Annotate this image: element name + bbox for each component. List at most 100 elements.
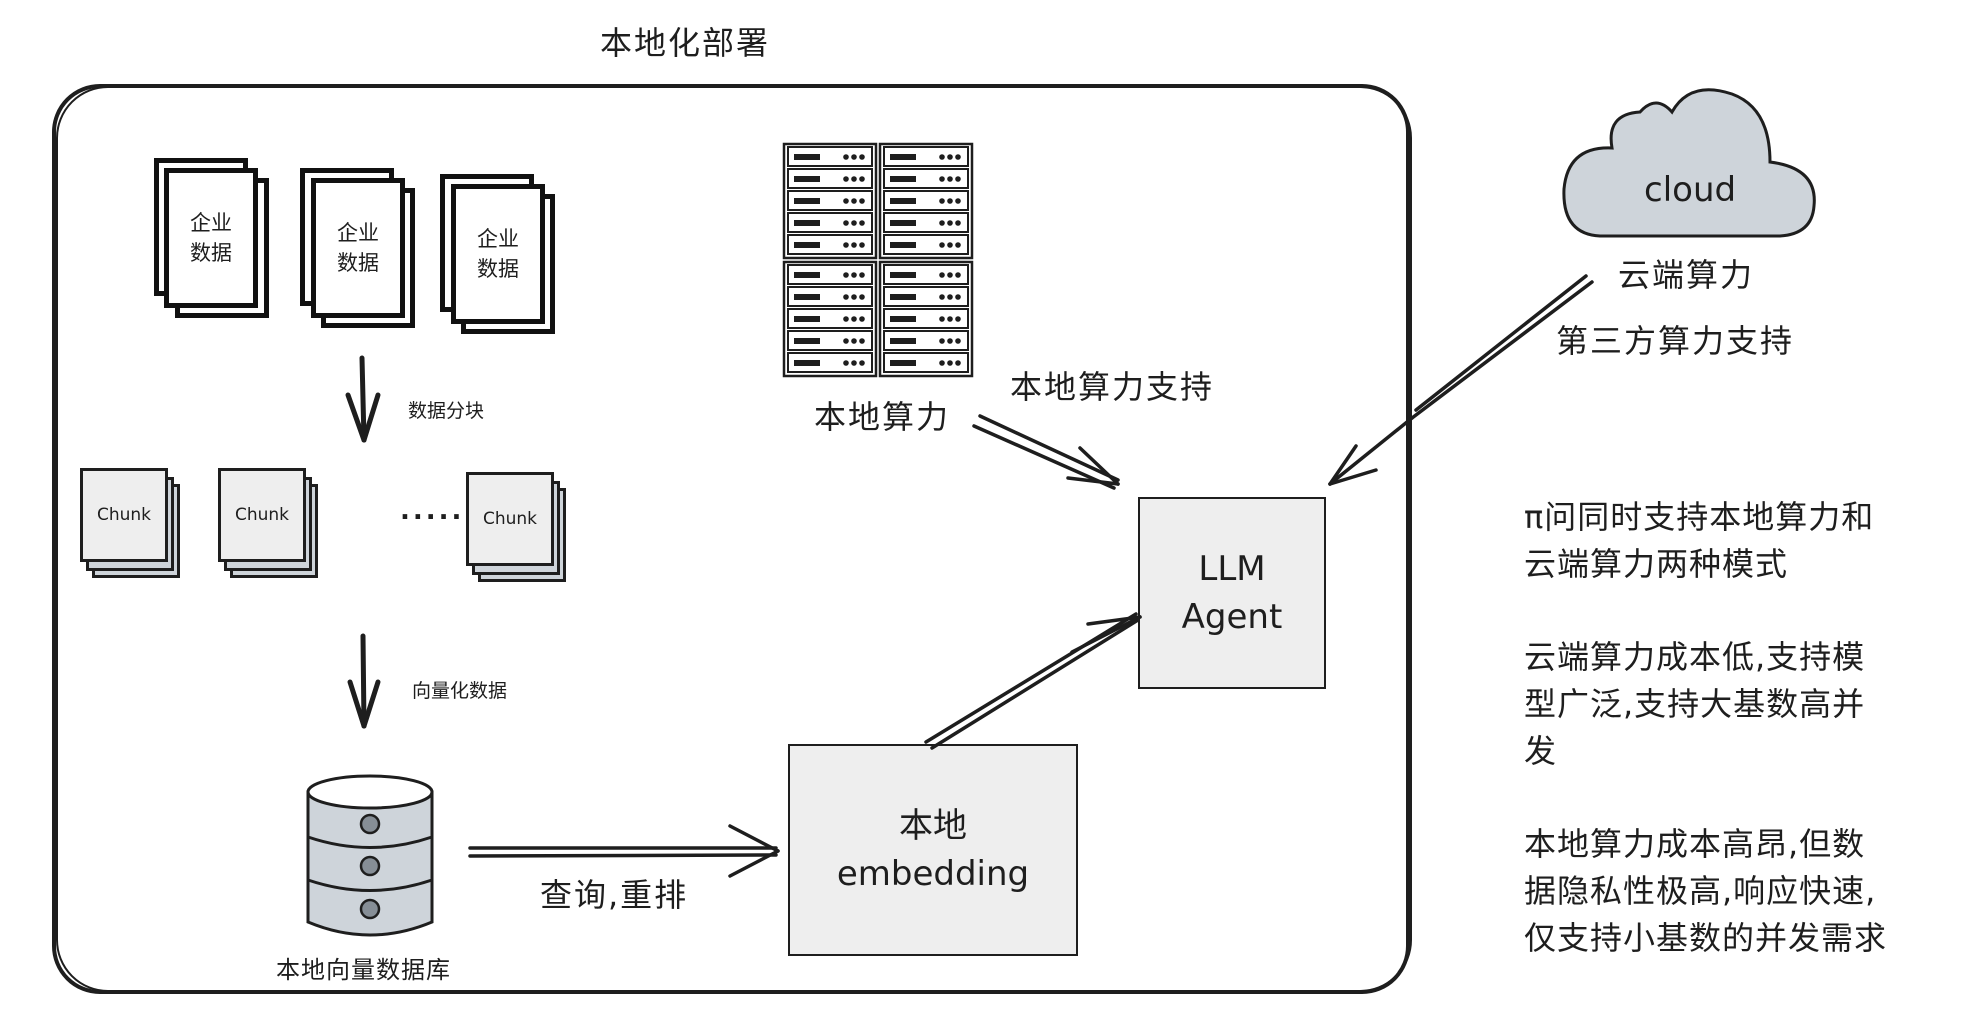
- rack-unit: [883, 330, 969, 351]
- rack-unit-led: [851, 198, 857, 204]
- document-label: 企业 数据: [456, 189, 540, 319]
- rack-unit-led: [947, 154, 953, 160]
- document-page: 企业 数据: [311, 178, 405, 318]
- ellipsis: ......: [400, 496, 478, 526]
- rack-unit: [883, 234, 969, 255]
- llm-agent-box: LLM Agent: [1138, 497, 1326, 689]
- query-rerank-label: 查询,重排: [540, 876, 689, 914]
- document-label-line1: 企业: [477, 227, 519, 251]
- local-compute-support-label: 本地算力支持: [1010, 368, 1215, 406]
- rack-unit-led: [939, 272, 945, 278]
- document-label: 企业 数据: [169, 173, 253, 303]
- vector-db-label: 本地向量数据库: [276, 956, 451, 984]
- rack-unit-led: [947, 360, 953, 366]
- rack-unit-slot: [794, 294, 820, 300]
- chunk-card: Chunk: [80, 468, 168, 562]
- rack-unit-slot: [794, 154, 820, 160]
- rack-unit-led: [947, 176, 953, 182]
- rack-unit-slot: [890, 242, 916, 248]
- rack-unit: [787, 212, 873, 233]
- llm-box-line1: LLM: [1198, 549, 1266, 589]
- embedding-box-line2: embedding: [836, 854, 1030, 894]
- rack-unit: [787, 352, 873, 373]
- rack-unit-slot: [890, 176, 916, 182]
- rack-unit-slot: [794, 198, 820, 204]
- rack-unit-led: [851, 294, 857, 300]
- rack-unit: [787, 146, 873, 167]
- document-label-line2: 数据: [337, 251, 379, 275]
- rack-unit-led: [851, 316, 857, 322]
- rack-unit-slot: [794, 242, 820, 248]
- rack-unit-slot: [794, 176, 820, 182]
- rack-unit-led: [939, 316, 945, 322]
- document-label-line1: 企业: [337, 221, 379, 245]
- rack-unit-led: [859, 176, 865, 182]
- rack-unit-slot: [890, 154, 916, 160]
- document-label: 企业 数据: [316, 183, 400, 313]
- rack-unit-led: [843, 338, 849, 344]
- rack-unit-led: [939, 338, 945, 344]
- rack-unit-led: [843, 294, 849, 300]
- rack-unit-slot: [794, 338, 820, 344]
- local-embedding-box: 本地 embedding: [788, 744, 1078, 956]
- rack-unit-slot: [890, 360, 916, 366]
- rack-unit-led: [851, 220, 857, 226]
- rack-unit-led: [859, 220, 865, 226]
- rack-unit-led: [859, 338, 865, 344]
- rack-unit: [787, 168, 873, 189]
- rack-unit-led: [851, 272, 857, 278]
- rack-unit-slot: [890, 316, 916, 322]
- rack-unit-led: [955, 360, 961, 366]
- rack-unit-led: [955, 294, 961, 300]
- cloud-compute-caption: 云端算力: [1618, 256, 1755, 294]
- rack-unit-led: [843, 198, 849, 204]
- rack-unit: [787, 234, 873, 255]
- rack-unit-led: [851, 338, 857, 344]
- diagram-title: 本地化部署: [600, 24, 771, 62]
- rack-unit: [883, 286, 969, 307]
- rack-unit: [787, 286, 873, 307]
- rack-unit-led: [947, 316, 953, 322]
- rack-unit-led: [947, 242, 953, 248]
- rack-unit: [883, 212, 969, 233]
- rack-unit-led: [843, 360, 849, 366]
- note-cloud: 云端算力成本低,支持模 型广泛,支持大基数高并 发: [1524, 638, 1866, 770]
- rack-unit-led: [939, 242, 945, 248]
- rack-unit-led: [843, 220, 849, 226]
- rack-unit-slot: [890, 272, 916, 278]
- note-modes: π问同时支持本地算力和 云端算力两种模式: [1524, 498, 1875, 583]
- document-label-line1: 企业: [190, 211, 232, 235]
- rack-unit: [883, 264, 969, 285]
- local-deployment-frame-outline: [56, 86, 1412, 992]
- rack-unit-led: [939, 294, 945, 300]
- rack-unit-led: [947, 272, 953, 278]
- rack-unit-led: [851, 360, 857, 366]
- rack-unit: [883, 352, 969, 373]
- rack-unit-led: [955, 154, 961, 160]
- rack-unit: [883, 146, 969, 167]
- document-page: 企业 数据: [164, 168, 258, 308]
- rack-unit-led: [955, 198, 961, 204]
- rack-unit-led: [955, 316, 961, 322]
- note-local: 本地算力成本高昂,但数 据隐私性极高,响应快速, 仅支持小基数的并发需求: [1524, 825, 1888, 957]
- rack-unit-slot: [794, 272, 820, 278]
- rack-unit-led: [859, 294, 865, 300]
- rack-unit-slot: [890, 198, 916, 204]
- cloud-icon: [1562, 88, 1816, 238]
- rack-unit-slot: [794, 360, 820, 366]
- rack-unit-led: [859, 360, 865, 366]
- chunk-card: Chunk: [218, 468, 306, 562]
- rack-unit: [787, 330, 873, 351]
- rack-unit-slot: [890, 220, 916, 226]
- rack-unit-slot: [794, 220, 820, 226]
- rack-unit-led: [939, 198, 945, 204]
- server-rack-icon: [782, 142, 974, 378]
- rack-unit-led: [939, 220, 945, 226]
- rack-unit: [883, 308, 969, 329]
- rack-unit: [883, 168, 969, 189]
- rack-unit-led: [843, 242, 849, 248]
- rack-unit-led: [947, 338, 953, 344]
- rack-unit-slot: [794, 316, 820, 322]
- embedding-box-line1: 本地: [899, 806, 967, 846]
- rack-unit-slot: [890, 338, 916, 344]
